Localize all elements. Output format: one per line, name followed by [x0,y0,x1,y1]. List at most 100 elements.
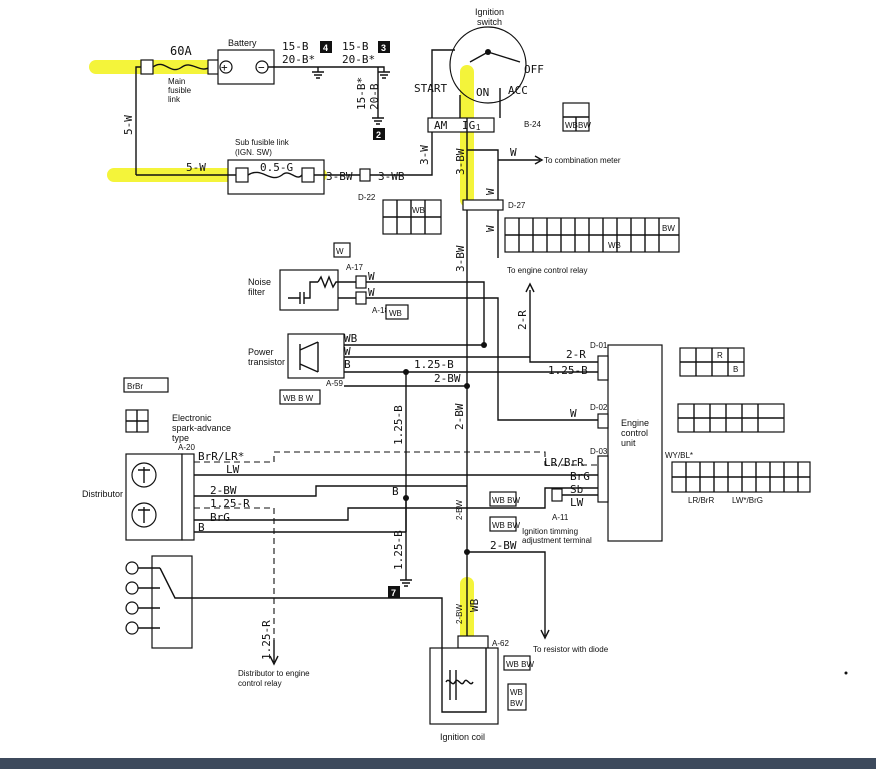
distributor-to-relay-label-1: Distributor to engine [238,669,310,678]
electronic-spark-advance: BrBr Electronic spark-advance type [123,377,231,443]
wire-15b-2: 15-B [342,40,369,53]
wire-2bw-vertical: 2-BW [453,403,466,430]
connector-a59-face: WB B W [279,389,321,405]
power-transistor: Power transistor A-59 [248,333,345,388]
switch-start-label: START [414,82,447,95]
wire-sb-ecu: Sb [570,483,583,496]
ecu-label-1: Engine [621,418,649,428]
ignition-switch-label-1: Ignition [475,7,504,17]
connector-a18 [355,291,367,305]
to-engine-control-relay-label: To engine control relay [507,266,588,275]
connector-small-1-label: WB BW [492,496,520,505]
ground-2-marker [373,128,385,140]
wire-2bw-coil: 2-BW [490,539,517,552]
connector-d01-r: R [717,351,723,360]
connector-d03-lw-brg: LW*/BrG [732,496,763,505]
ground-7-marker [388,586,400,598]
wire-125b-pt: 1.25-B [414,358,454,371]
connector-d03-label: D-03 [590,447,608,456]
wire-w-pt: W [344,345,351,358]
ignition-coil: A-62 Ignition coil [429,635,509,742]
wire-5w-horizontal-label: 5-W [186,161,206,174]
wire-125b-vertical: 1.25-B [392,405,405,445]
wire-2r-vertical: 2-R [516,310,529,330]
connector-a18-label: A-18 [372,306,389,315]
wire-125r-vertical: 1.25-R [260,620,273,660]
noise-filter: Noise filter [248,269,339,311]
switch-ig-sub-label: 1 [476,123,481,132]
wire-20b-3: 20-B [368,83,381,110]
power-transistor-label-2: transistor [248,357,285,367]
battery: Battery + − [217,38,275,85]
connector-a17-face: W [333,242,351,258]
wire-wb-pt: WB [344,332,358,345]
spark-plugs [125,555,193,649]
wire-3w: 3-W [418,145,431,165]
connector-d03-wy-bl: WY/BL* [665,451,693,460]
wire-b-pt: B [344,358,351,371]
wire-3bw-1: 3-BW [326,170,353,183]
wire-w-a18: W [368,286,375,299]
connector-a11-label: A-11 [552,513,569,522]
connector-a17 [355,275,367,289]
wire-5w-vertical [135,66,140,175]
ground-4-label: 4 [323,43,328,53]
wire-125b-d01: 1.25-B [548,364,588,377]
to-combination-meter-label: To combination meter [544,156,621,165]
distributor-to-relay-label-2: control relay [238,679,282,688]
connector-d22-wb: WB [412,206,425,215]
connector-a18-face-label: WB [389,309,402,318]
main-fusible-label-1: Main [168,77,185,86]
connector-b24-face: WB BW [562,102,591,132]
ign-timing-label-1: Ignition timming [522,527,578,536]
wire-b-junction: B [392,485,399,498]
fuse-05g-label: 0.5-G [260,161,293,174]
noise-filter-label-2: filter [248,287,265,297]
wire-2bw-pt: 2-BW [434,372,461,385]
wire-w-d27-1: W [484,188,497,195]
wire-brg-dist: BrG [210,511,230,524]
ignition-coil-label: Ignition coil [440,732,485,742]
svg-text:WB: WB [565,121,578,130]
wire-125b-lower: 1.25-B [392,530,405,570]
wire-125r-dist: 1.25-R [210,497,250,510]
wire-3bw-vertical: 3-BW [454,148,467,175]
electronic-label-1: Electronic [172,413,212,423]
wire-brg-ecu: BrG [570,470,590,483]
electronic-label-2: spark-advance [172,423,231,433]
switch-off-label: OFF [524,63,544,76]
electronic-label-3: type [172,433,189,443]
wire-b-dist: B [198,521,205,534]
connector-d03-lr-brr: LR/BrR [688,496,714,505]
wire-2bw-vertical-small: 2-BW [455,604,464,624]
wire-2bw-dist: 2-BW [210,484,237,497]
svg-text:BW: BW [578,121,591,130]
wire-3wb: 3-WB [378,170,405,183]
connector-a20-label: A-20 [178,443,195,452]
wire-2bw-small: 2-BW [455,500,464,520]
connector-d27 [462,199,504,211]
svg-text:−: − [258,61,265,74]
switch-acc-label: ACC [508,84,528,97]
connector-a62-face: WB BW [503,655,534,671]
connector-a17-label: A-17 [346,263,363,272]
wire-5w-vertical-label: 5-W [122,115,135,135]
wire-20b-2: 20-B* [342,53,375,66]
sub-fusible-label-1: Sub fusible link [235,138,290,147]
wire-15b-3: 15-B* [355,77,368,110]
ecu-label-3: unit [621,438,636,448]
connector-small-1: WB BW [489,491,520,507]
distributor-label: Distributor [82,489,123,499]
connector-a62-label: A-62 [492,639,509,648]
connector-d22 [359,168,371,182]
ground-7-label: 7 [391,588,396,598]
ground-2-label: 2 [376,130,381,140]
connector-small-2-label: WB BW [492,521,520,530]
wire-brr-lr: BrR/LR* [198,450,244,463]
power-transistor-label-1: Power [248,347,274,357]
ign-timing-label-2: adjustment terminal [522,536,592,545]
connector-d03-face: WY/BL* LR/BrR LW*/BrG [665,451,811,505]
connector-a17-face-label: W [336,247,344,256]
connector-d27-face: WB BW [504,217,680,253]
